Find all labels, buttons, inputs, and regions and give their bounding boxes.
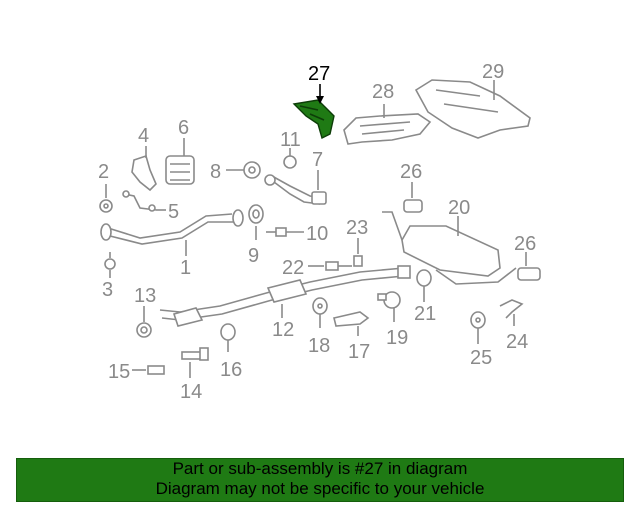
- callout-27: 27: [308, 63, 330, 85]
- part-12-center-pipe[interactable]: [159, 265, 411, 327]
- callout-25: 25: [470, 347, 492, 369]
- part-9-gasket[interactable]: [248, 204, 264, 224]
- callout-16: 16: [220, 359, 242, 381]
- part-28-heat-insulator[interactable]: [343, 113, 432, 145]
- callout-5: 5: [168, 201, 179, 223]
- callout-26a: 26: [400, 161, 422, 183]
- callout-29: 29: [482, 61, 504, 83]
- callout-3: 3: [102, 279, 113, 301]
- callout-15: 15: [108, 361, 130, 383]
- callout-18: 18: [308, 335, 330, 357]
- callout-6: 6: [178, 117, 189, 139]
- callout-24: 24: [506, 331, 528, 353]
- banner-line-2: Diagram may not be specific to your vehi…: [155, 479, 485, 498]
- callout-19: 19: [386, 327, 408, 349]
- part-18-hanger[interactable]: [312, 297, 328, 315]
- callout-7: 7: [312, 149, 323, 171]
- part-22-bolt[interactable]: [325, 261, 352, 271]
- part-25-hanger[interactable]: [470, 311, 486, 329]
- part-14-bolt[interactable]: [181, 347, 209, 361]
- part-6-converter-shield[interactable]: [165, 155, 195, 185]
- callout-4: 4: [138, 125, 149, 147]
- callout-13: 13: [134, 285, 156, 307]
- part-2-gasket[interactable]: [99, 199, 113, 213]
- part-17-bracket[interactable]: [333, 311, 370, 327]
- part-16-hanger[interactable]: [220, 323, 236, 341]
- callout-12: 12: [272, 319, 294, 341]
- part-26-tail-tip-lower[interactable]: [517, 267, 541, 281]
- part-21-gasket[interactable]: [416, 269, 432, 287]
- part-7-front-pipe[interactable]: [264, 174, 327, 205]
- callout-10: 10: [306, 223, 328, 245]
- callout-8: 8: [210, 161, 221, 183]
- part-27-heat-insulator[interactable]: [292, 99, 335, 140]
- info-banner: Part or sub-assembly is #27 in diagram D…: [16, 458, 624, 502]
- callout-26b: 26: [514, 233, 536, 255]
- callout-27-arrowhead: [316, 96, 324, 104]
- part-11-gasket[interactable]: [283, 155, 297, 169]
- callout-28: 28: [372, 81, 394, 103]
- part-3-nut[interactable]: [104, 258, 116, 270]
- part-24-bracket[interactable]: [499, 299, 524, 319]
- part-19-hanger[interactable]: [377, 291, 401, 309]
- banner-line-1: Part or sub-assembly is #27 in diagram: [172, 459, 468, 478]
- part-20-muffler[interactable]: [382, 211, 517, 285]
- part-10-bolt[interactable]: [266, 227, 287, 237]
- callout-21: 21: [414, 303, 436, 325]
- part-1-exhaust-pipe[interactable]: [100, 209, 244, 245]
- callout-14: 14: [180, 381, 202, 403]
- callout-22: 22: [282, 257, 304, 279]
- callout-17: 17: [348, 341, 370, 363]
- callout-2: 2: [98, 161, 109, 183]
- part-29-heat-insulator[interactable]: [414, 79, 531, 139]
- callout-1: 1: [180, 257, 191, 279]
- callout-11: 11: [280, 129, 301, 151]
- part-26-tail-tip-upper[interactable]: [403, 199, 423, 213]
- callout-23: 23: [346, 217, 368, 239]
- exhaust-parts-diagram: 27 28 29 4 6 8 11 7: [98, 61, 541, 403]
- part-15-stud[interactable]: [147, 365, 165, 375]
- part-23-bolt[interactable]: [353, 255, 363, 267]
- callout-20: 20: [448, 197, 470, 219]
- part-8-gasket[interactable]: [243, 161, 261, 179]
- part-13-gasket[interactable]: [136, 322, 152, 338]
- part-4-bracket[interactable]: [131, 154, 157, 192]
- part-5-bracket[interactable]: [122, 190, 157, 212]
- callout-9: 9: [248, 245, 259, 267]
